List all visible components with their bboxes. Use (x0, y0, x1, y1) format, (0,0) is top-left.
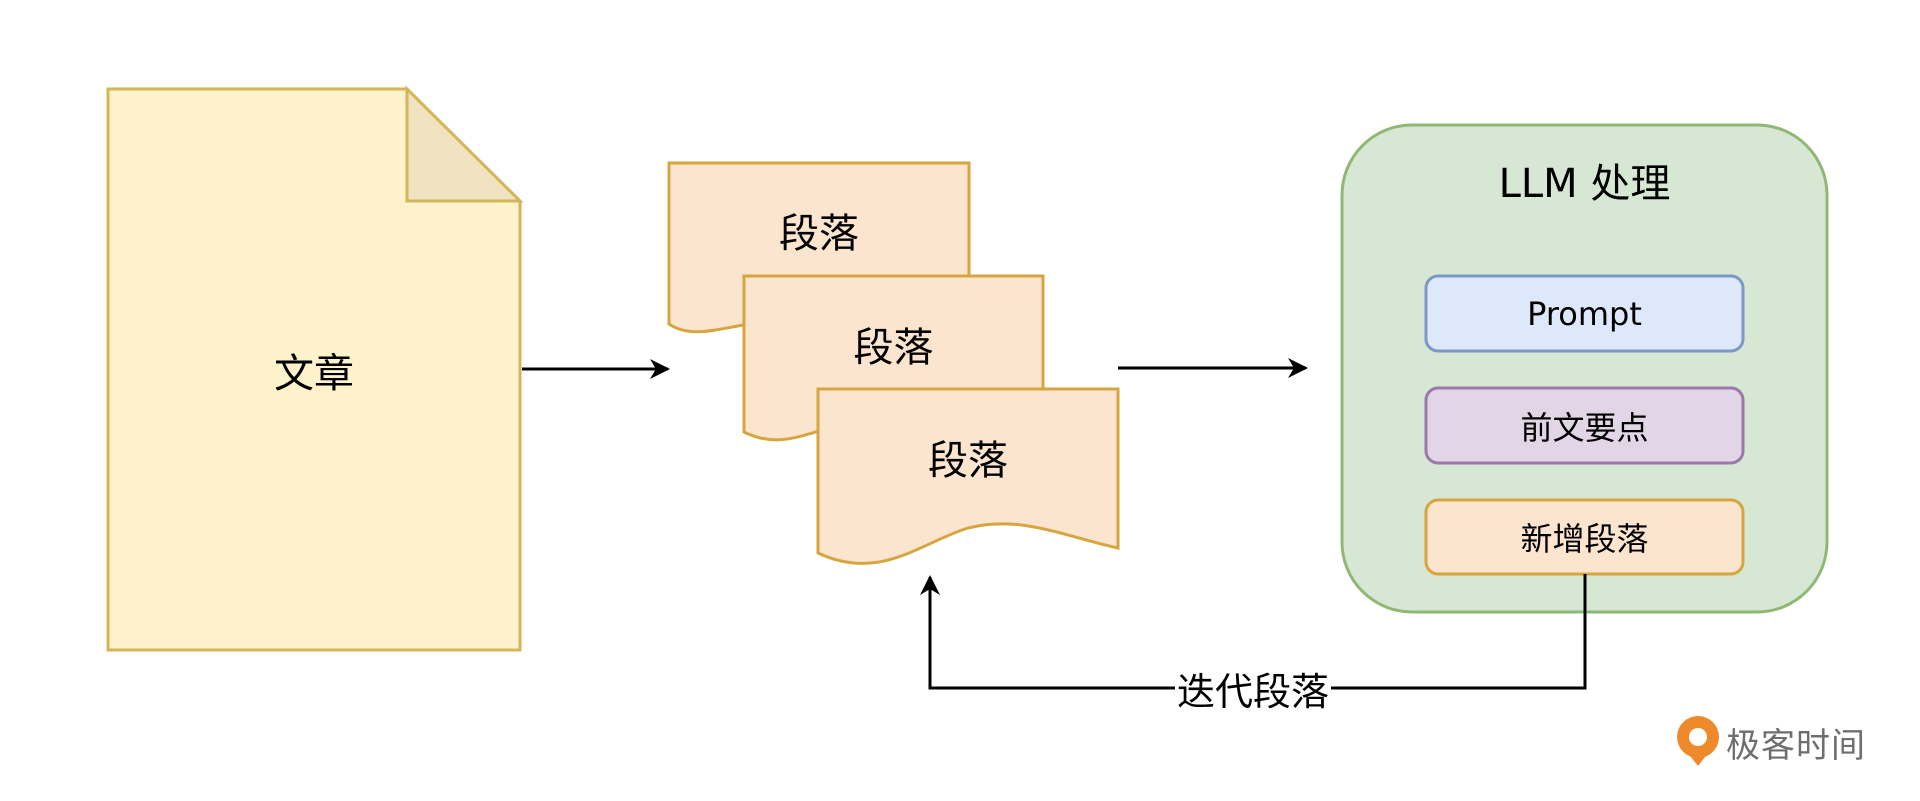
feedback-label: 迭代段落 (1175, 662, 1332, 714)
document-label: 文章 (274, 351, 354, 397)
new-paragraph-label: 新增段落 (1520, 520, 1649, 558)
paragraph-shape-3 (816, 387, 1120, 565)
context-box (1424, 386, 1745, 465)
document-shape (106, 85, 524, 652)
paragraph-label-3: 段落 (928, 438, 1008, 484)
prompt-label: Prompt (1527, 294, 1642, 333)
prompt-box (1424, 274, 1745, 353)
paragraph-label-1: 段落 (779, 211, 859, 257)
document-fold (405, 85, 524, 203)
context-label: 前文要点 (1520, 408, 1649, 447)
brand: 极客时间 (1674, 714, 1866, 770)
paragraph-label-2: 段落 (853, 325, 934, 371)
geektime-logo-icon (1677, 716, 1719, 766)
document-body (106, 87, 522, 652)
brand-name: 极客时间 (1726, 725, 1866, 766)
llm-title: LLM 处理 (1498, 161, 1671, 207)
